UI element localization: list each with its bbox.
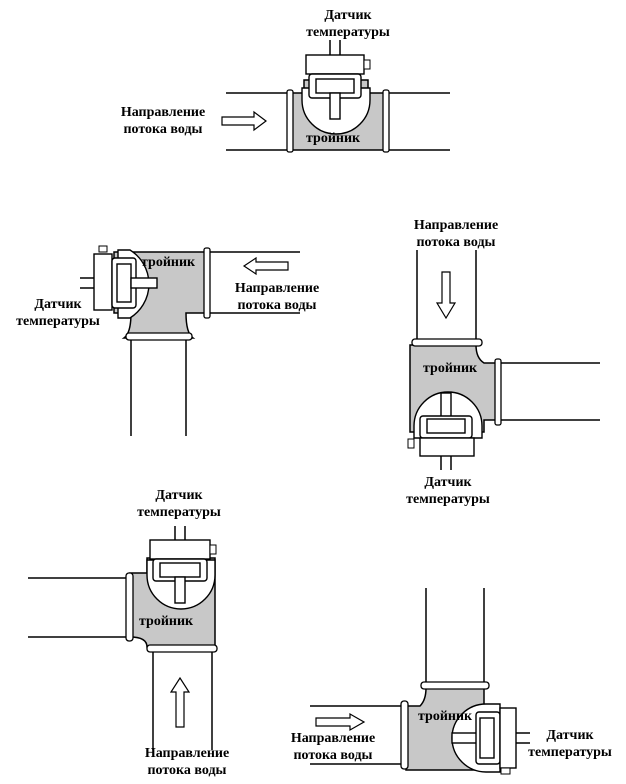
sensor-head <box>479 717 495 759</box>
pipe-joint-ring <box>382 89 390 153</box>
sensor-probe <box>329 92 341 120</box>
sensor-head <box>116 263 132 303</box>
sensor-head <box>426 418 466 434</box>
sensor-screw <box>209 544 217 555</box>
sensor-nut <box>305 54 365 75</box>
sensor-probe <box>130 277 158 289</box>
sensor-probe <box>451 732 479 744</box>
sensor-nut <box>149 539 211 560</box>
pipe-joint-ring <box>411 338 483 347</box>
flow-arrow-down <box>435 271 457 320</box>
sensor-probe <box>440 392 452 418</box>
pipe-joint-ring <box>125 572 134 642</box>
sensor-head <box>315 78 355 94</box>
pipe-joint-ring <box>125 332 193 341</box>
sensor-nut <box>499 707 517 769</box>
pipe-joint-ring <box>286 89 294 153</box>
flow-arrow-up <box>169 676 191 728</box>
pipe-joint-ring <box>494 358 502 426</box>
tee-label: тройник <box>141 255 196 270</box>
sensor-probe <box>174 576 186 604</box>
figure-3-vertical-bottom-sensor <box>375 238 605 470</box>
sensor-screw <box>98 245 108 253</box>
figure-2-elbow-left-sensor <box>70 240 308 442</box>
sensor-screw <box>363 59 371 70</box>
sensor-screw <box>407 438 415 449</box>
tee-label: тройник <box>139 614 194 629</box>
figure-1-horizontal-top-sensor <box>221 40 450 153</box>
flow-arrow-right <box>315 712 366 732</box>
pipe-joint-ring <box>146 644 218 653</box>
figure-4-elbow-top-sensor <box>0 518 262 784</box>
tee-label: тройник <box>418 709 473 724</box>
tee-label: тройник <box>423 361 478 376</box>
figure-panel <box>0 518 262 784</box>
flow-arrow-right <box>221 110 267 132</box>
pipe-joint-ring <box>420 681 490 690</box>
pipe-joint-ring <box>203 247 211 319</box>
sensor-head <box>159 562 201 578</box>
flow-arrow-left <box>242 256 289 276</box>
sensor-nut <box>419 437 475 457</box>
pipe-joint-ring <box>400 700 409 770</box>
sensor-screw <box>500 767 511 775</box>
tee-label: тройник <box>306 131 361 146</box>
figure-5-tee-right-sensor <box>302 580 622 780</box>
